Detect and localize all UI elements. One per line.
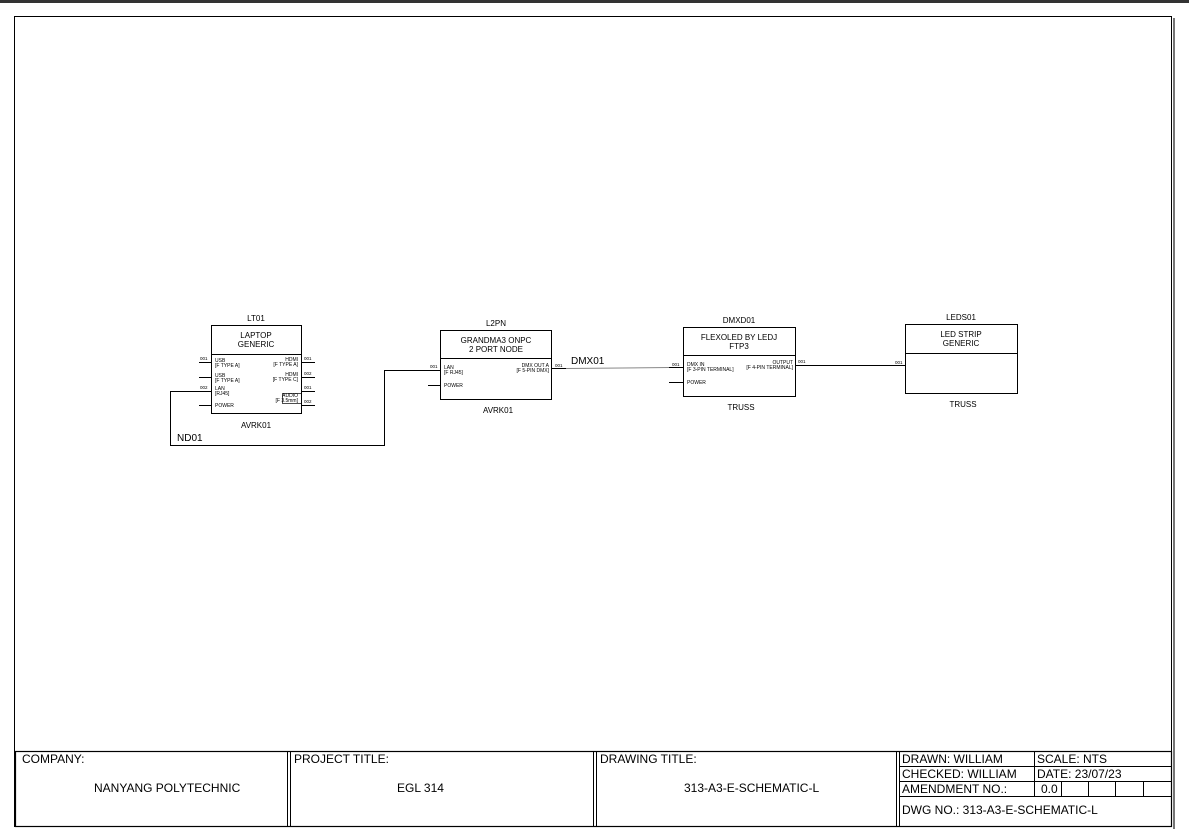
driver-port-number: 001 [798,359,806,364]
company-label: COMPANY: [22,752,85,766]
strip-box [905,324,1018,394]
laptop-title1: LAPTOP [240,331,271,340]
company-name: NANYANG POLYTECHNIC [94,781,241,795]
node-title1: GRANDMA3 ONPC [461,336,532,345]
project-label: PROJECT TITLE: [294,752,389,766]
node-port-type: [F RJ45] [444,370,464,376]
laptop-port-name: USB [215,373,226,379]
laptop-location: AVRK01 [241,421,272,430]
laptop-port-type: [F 3.5mm] [275,398,298,404]
laptop-port-name: HDMI [285,372,298,378]
checked-by: CHECKED: WILLIAM [902,767,1017,781]
laptop-port-number: 002 [304,399,312,404]
node-port-name: DMX OUT A [522,363,550,369]
cable-network-label: ND01 [177,433,203,444]
strip-port-number: 001 [895,360,903,365]
node-location: AVRK01 [483,406,514,415]
strip-title2: GENERIC [943,339,980,348]
laptop-port-number: 002 [200,385,208,390]
dwg-number: DWG NO.: 313-A3-E-SCHEMATIC-L [902,803,1098,817]
node-port-type: [F 5-PIN DMX] [516,368,549,374]
driver-title1: FLEXOLED BY LEDJ [701,333,777,342]
laptop-port-type: [F TYPE A] [215,363,240,369]
driver-tag: DMXD01 [723,316,756,325]
strip-title1: LED STRIP [940,330,981,339]
laptop-port-type: [RJ45] [215,391,230,397]
driver-port-name: POWER [687,380,706,386]
driver-port-name: DMX IN [687,362,705,368]
cable-dmx-label: DMX01 [571,356,605,367]
project-title: EGL 314 [397,781,444,795]
laptop-tag: LT01 [247,314,265,323]
amendment-number: 0.0 [1041,782,1058,796]
device-laptop[interactable]: LT01 LAPTOP GENERIC 001 USB [F TYPE A] U… [199,314,315,430]
laptop-port-number: 001 [304,385,312,390]
node-port-name: POWER [444,383,463,389]
driver-location: TRUSS [727,403,754,412]
device-dmx-driver[interactable]: DMXD01 FLEXOLED BY LEDJ FTP3 001 DMX IN … [669,316,810,412]
laptop-port-type: [F TYPE C] [273,377,299,383]
laptop-port-name: LAN [215,386,225,392]
laptop-port-number: 001 [200,356,208,361]
laptop-port-name: HDMI [285,357,298,363]
driver-port-type: [F 4-PIN TERMINAL] [746,365,793,371]
page-top-rule [0,0,1189,3]
driver-port-number: 001 [672,362,680,367]
laptop-box [211,325,302,414]
laptop-title2: GENERIC [238,340,275,349]
device-led-strip[interactable]: LEDS01 LED STRIP GENERIC 001 TRUSS [892,313,1018,409]
laptop-port-type: [F TYPE A] [215,378,240,384]
laptop-port-name: USB [215,358,226,364]
date: DATE: 23/07/23 [1037,767,1122,781]
driver-port-type: [F 3-PIN TERMINAL] [687,367,734,373]
strip-tag: LEDS01 [946,313,976,322]
driver-title2: FTP3 [729,342,749,351]
laptop-port-name: POWER [215,403,234,409]
amendment-label: AMENDMENT NO.: [902,782,1008,796]
driver-port-name: OUTPUT [772,360,793,366]
laptop-port-name: AUDIO [282,393,298,399]
drawing-border [14,16,1172,827]
driver-box [683,327,796,397]
cable-dmx[interactable]: DMX01 [565,356,670,369]
drawing-label: DRAWING TITLE: [600,752,697,766]
node-port-number: 001 [430,364,438,369]
laptop-port-number: 002 [304,371,312,376]
strip-location: TRUSS [949,400,976,409]
node-box [440,330,552,400]
scale: SCALE: NTS [1037,752,1108,766]
cable-network[interactable]: ND01 [170,370,441,446]
laptop-port-type: [F TYPE A] [273,362,298,368]
node-port-number: 001 [555,363,563,368]
cable-network-path [170,370,441,446]
cable-dmx-path [565,367,670,369]
laptop-port-number: 001 [304,356,312,361]
node-tag: L2PN [486,319,506,328]
laptop-audio-port-frame [282,393,302,404]
drawing-title: 313-A3-E-SCHEMATIC-L [684,781,820,795]
node-title2: 2 PORT NODE [469,345,523,354]
title-block-grid [14,750,1173,828]
device-node[interactable]: L2PN GRANDMA3 ONPC 2 PORT NODE 001 LAN [… [428,319,566,415]
node-port-name: LAN [444,365,454,371]
drawn-by: DRAWN: WILLIAM [902,752,1003,766]
